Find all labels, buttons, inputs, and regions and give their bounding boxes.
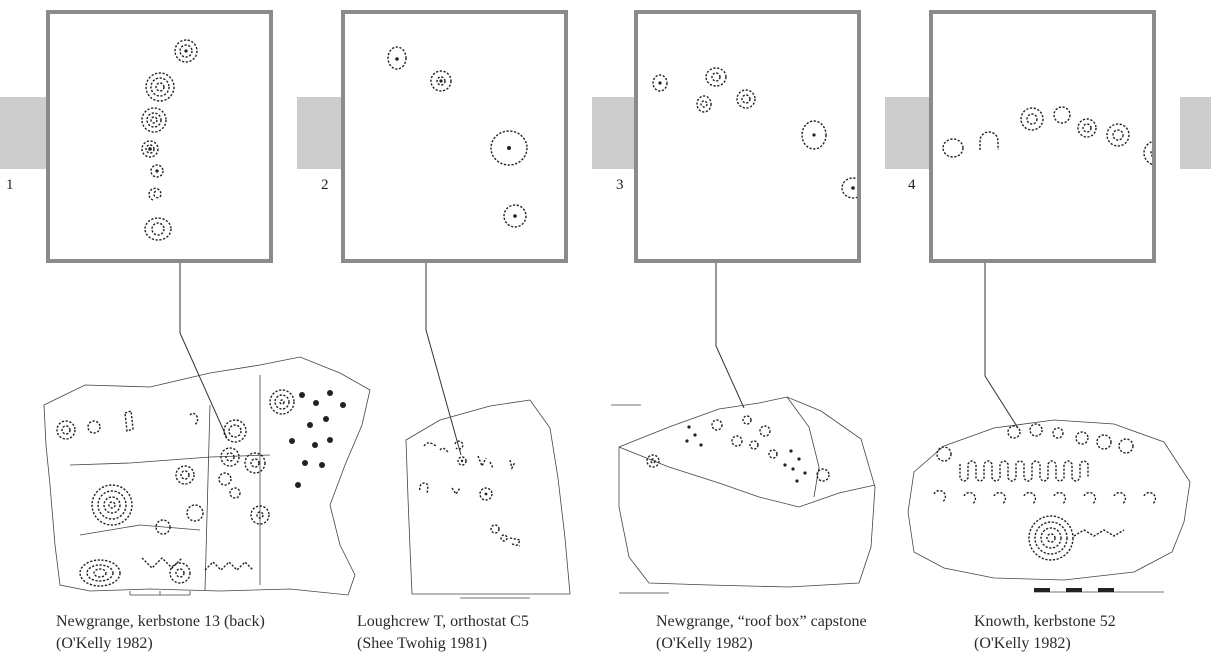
stone-drawing-1 bbox=[30, 345, 382, 607]
band-segment-left bbox=[0, 97, 46, 169]
band-segment-right bbox=[1180, 97, 1211, 169]
caption-source: (O'Kelly 1982) bbox=[974, 635, 1071, 652]
zoom-box-4 bbox=[929, 10, 1156, 263]
caption-source: (Shee Twohig 1981) bbox=[357, 635, 488, 652]
panel-number-3: 3 bbox=[616, 177, 624, 193]
stone-drawing-4 bbox=[904, 402, 1196, 598]
band-segment-1-2 bbox=[297, 97, 341, 169]
panel-number-4: 4 bbox=[908, 177, 916, 193]
motif-vertical-circles bbox=[141, 39, 198, 241]
stone-drawing-2 bbox=[400, 398, 582, 604]
caption-source: (O'Kelly 1982) bbox=[656, 635, 753, 652]
caption-title: Newgrange, kerbstone 13 (back) bbox=[56, 613, 265, 630]
caption-3: Newgrange, “roof box” capstone (O'Kelly … bbox=[656, 611, 867, 655]
stone-drawing-3 bbox=[609, 387, 885, 599]
kerbstone-13-drawing bbox=[43, 356, 371, 596]
zoom-box-3 bbox=[634, 10, 861, 263]
caption-title: Knowth, kerbstone 52 bbox=[974, 613, 1116, 630]
caption-1: Newgrange, kerbstone 13 (back) (O'Kelly … bbox=[56, 611, 265, 655]
caption-2: Loughcrew T, orthostat C5 (Shee Twohig 1… bbox=[357, 611, 529, 655]
panel-number-2: 2 bbox=[321, 177, 329, 193]
band-segment-2-3 bbox=[592, 97, 634, 169]
caption-title: Newgrange, “roof box” capstone bbox=[656, 613, 867, 630]
roof-box-capstone-drawing bbox=[611, 396, 876, 594]
zoom-box-1 bbox=[46, 10, 273, 263]
caption-source: (O'Kelly 1982) bbox=[56, 635, 153, 652]
zoom-box-2 bbox=[341, 10, 568, 263]
kerbstone-52-drawing bbox=[907, 419, 1191, 593]
caption-4: Knowth, kerbstone 52 (O'Kelly 1982) bbox=[974, 611, 1116, 655]
band-segment-3-4 bbox=[885, 97, 929, 169]
caption-title: Loughcrew T, orthostat C5 bbox=[357, 613, 529, 630]
orthostat-c5-drawing bbox=[405, 399, 571, 599]
motif-dotted-circles bbox=[652, 67, 857, 199]
motif-arc-of-circles bbox=[942, 106, 1152, 166]
panel-number-1: 1 bbox=[6, 177, 14, 193]
motif-scattered-circles bbox=[387, 46, 528, 228]
